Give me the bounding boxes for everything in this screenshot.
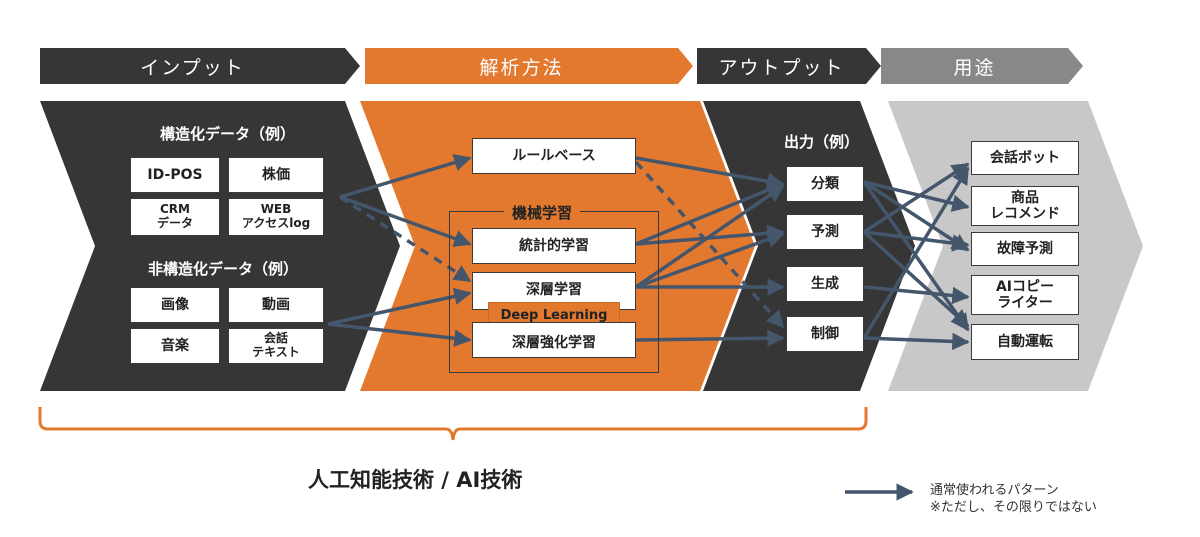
method-statistical-learning: 統計的学習: [472, 228, 636, 264]
header-banner-output: [697, 48, 881, 84]
arrow-unstructured-to-deep: [327, 287, 472, 326]
input-box-video: 動画: [228, 287, 324, 323]
method-deep-reinforcement-learning: 深層強化学習: [472, 322, 636, 358]
arrow-predict-to-chatbot: [863, 162, 970, 234]
header-banner-input: [40, 48, 360, 84]
output-prediction: 予測: [786, 214, 864, 250]
arrow-deep-to-predict: [635, 231, 785, 289]
arrow-deep-to-classify: [635, 184, 785, 289]
usage-fault-prediction: 故障予測: [971, 232, 1079, 266]
usage-ai-copywriter: AIコピー ライター: [971, 275, 1079, 315]
legend-note: ※ただし、その限りではない: [930, 500, 1097, 515]
arrow-unstructured-to-deep-rl: [327, 322, 472, 347]
ai-technology-title: 人工知能技術 / AI技術: [308, 468, 523, 492]
usage-autonomous-driving: 自動運転: [971, 324, 1079, 360]
input-box-crm-data: CRM データ: [130, 198, 220, 236]
usage-product-recommendation: 商品 レコメンド: [971, 186, 1079, 226]
structured-data-title: 構造化データ（例）: [160, 125, 296, 143]
output-classification: 分類: [786, 166, 864, 202]
arrow-control-to-chatbot: [862, 166, 970, 339]
input-box-id-pos: ID-POS: [130, 157, 220, 193]
input-box-stock-price: 株価: [228, 157, 324, 193]
arrow-predict-to-autodrive: [862, 230, 970, 328]
arrow-statistical-to-classify: [635, 181, 785, 246]
header-output: アウトプット: [718, 56, 845, 79]
input-box-conversation-text: 会話 テキスト: [228, 328, 324, 364]
header-usage: 用途: [953, 56, 996, 79]
header-banner-usage: [881, 48, 1083, 84]
arrow-structured-to-statistical: [339, 195, 472, 247]
arrow-rule-to-control-dashed: [634, 160, 785, 329]
input-box-music: 音楽: [130, 328, 220, 364]
usage-chatbot: 会話ボット: [971, 141, 1079, 175]
arrow-classify-to-recommend: [863, 180, 970, 212]
machine-learning-title: 機械学習: [504, 202, 581, 223]
output-generation: 生成: [786, 266, 864, 302]
arrow-classify-to-fault: [863, 180, 970, 252]
input-box-web-access-log: WEB アクセスlog: [228, 198, 324, 236]
arrow-structured-to-rule: [339, 154, 472, 199]
input-box-image: 画像: [130, 287, 220, 323]
output-control: 制御: [786, 316, 864, 352]
arrow-control-to-autodrive: [863, 332, 970, 351]
header-banner-analysis: [365, 48, 693, 84]
unstructured-data-title: 非構造化データ（例）: [148, 260, 299, 278]
legend-label: 通常使われるパターン: [930, 483, 1059, 498]
ai-scope-bracket: [38, 407, 868, 441]
arrow-predict-to-fault: [863, 230, 970, 252]
arrow-deep-rl-to-control: [635, 329, 785, 347]
arrow-generate-to-copywriter: [863, 285, 970, 305]
method-rule-based: ルールベース: [472, 138, 636, 174]
header-input: インプット: [140, 56, 245, 79]
arrow-structured-to-deep-dashed: [339, 195, 472, 283]
input-chevron: [40, 101, 400, 391]
output-title: 出力（例）: [784, 133, 860, 151]
arrow-rule-to-classify: [635, 156, 785, 190]
header-analysis: 解析方法: [479, 56, 564, 79]
